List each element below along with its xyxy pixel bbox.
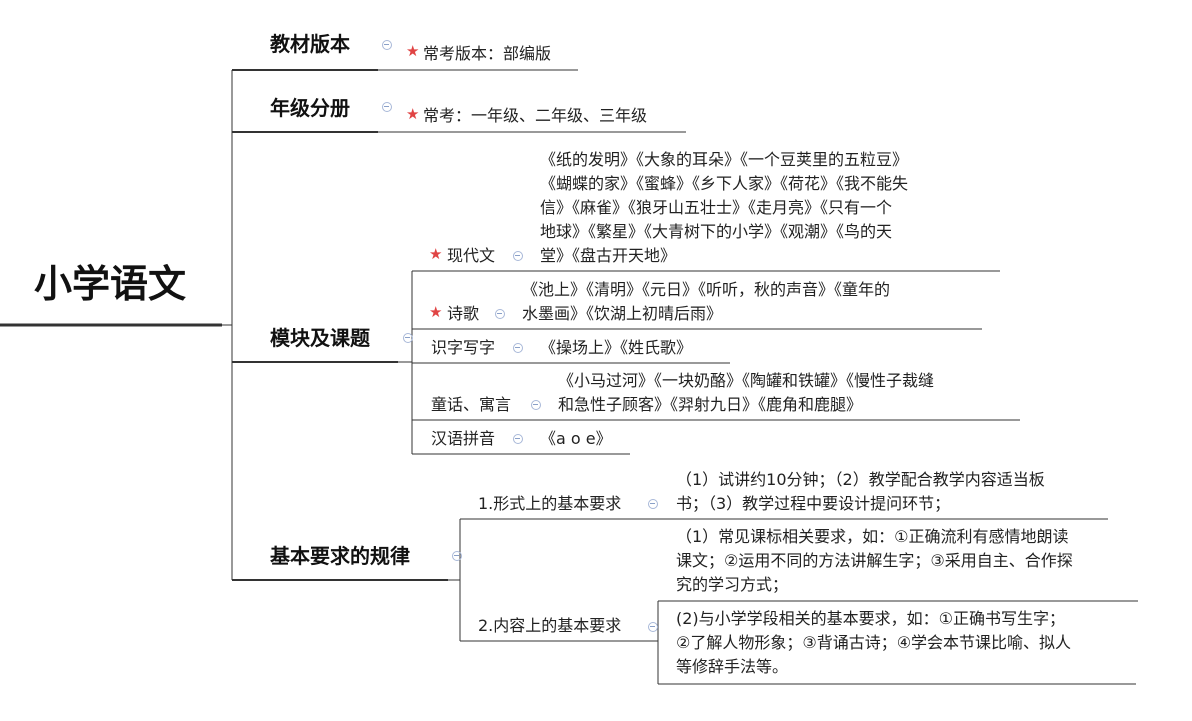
module-pinyin-text: 《a o e》: [540, 429, 612, 448]
root-title: 小学语文: [34, 262, 187, 306]
module-modern-text-3: 信》《麻雀》《狼牙山五壮士》《走月亮》《只有一个: [540, 198, 893, 217]
req-content-d1-text-2: 课文；②运用不同的方法讲解生字；③采用自主、合作探: [676, 551, 1073, 570]
collapse-icon[interactable]: [493, 307, 507, 321]
req-content-d1-text-1: （1）常见课标相关要求，如：①正确流利有感情地朗读: [676, 527, 1069, 546]
module-literacy-label[interactable]: 识字写字: [431, 338, 496, 357]
req-form-label[interactable]: 1.形式上的基本要求: [478, 494, 622, 513]
collapse-icon[interactable]: [529, 398, 543, 412]
module-modern-text-2: 《蝴蝶的家》《蜜蜂》《乡下人家》《荷花》《我不能失: [540, 174, 909, 193]
branch-requirements-label[interactable]: 基本要求的规律: [270, 544, 410, 568]
req-form-text-1: （1）试讲约10分钟；（2）教学配合教学内容适当板: [676, 470, 1045, 489]
module-literacy-text: 《操场上》《姓氏歌》: [540, 338, 693, 357]
module-modern-label[interactable]: 现代文: [447, 246, 496, 265]
collapse-icon[interactable]: [511, 249, 525, 263]
req-content-d2-text-2: ②了解人物形象；③背诵古诗；④学会本节课比喻、拟人: [676, 633, 1072, 652]
module-fable-text-2: 和急性子顾客》《羿射九日》《鹿角和鹿腿》: [558, 395, 863, 414]
req-content-d1-text-3: 究的学习方式；: [676, 575, 789, 594]
grade-child[interactable]: 常考：一年级、二年级、三年级: [423, 106, 648, 125]
module-fable-text-1: 《小马过河》《一块奶酪》《陶罐和铁罐》《慢性子裁缝: [558, 371, 935, 390]
module-pinyin-label[interactable]: 汉语拼音: [431, 429, 496, 448]
module-modern-text-4: 地球》《繁星》《大青树下的小学》《观潮》《鸟的天: [540, 222, 893, 241]
branch-grade-label[interactable]: 年级分册: [270, 96, 350, 120]
collapse-icon[interactable]: [511, 341, 525, 355]
req-content-label[interactable]: 2.内容上的基本要求: [478, 616, 622, 635]
collapse-icon[interactable]: [511, 432, 525, 446]
module-poetry-text-1: 《池上》《清明》《元日》《听听，秋的声音》《童年的: [522, 280, 891, 299]
module-poetry-text-2: 水墨画》《饮湖上初晴后雨》: [522, 304, 723, 323]
collapse-icon[interactable]: [450, 549, 464, 563]
req-content-d2-text-3: 等修辞手法等。: [676, 657, 789, 676]
star-icon: ★: [406, 105, 420, 123]
collapse-icon[interactable]: [380, 38, 394, 52]
module-modern-text-5: 堂》《盘古开天地》: [540, 246, 677, 265]
module-modern-text-1: 《纸的发明》《大象的耳朵》《一个豆荚里的五粒豆》: [540, 150, 909, 169]
module-poetry-label[interactable]: 诗歌: [447, 304, 480, 323]
collapse-icon[interactable]: [401, 331, 415, 345]
version-child[interactable]: 常考版本：部编版: [423, 44, 552, 63]
branch-modules-label[interactable]: 模块及课题: [270, 326, 370, 350]
req-content-d2-text-1: (2)与小学学段相关的基本要求，如：①正确书写生字；: [676, 609, 1066, 628]
req-form-text-2: 书；（3）教学过程中要设计提问环节；: [676, 494, 951, 513]
module-fable-label[interactable]: 童话、寓言: [431, 395, 512, 414]
star-icon: ★: [406, 42, 420, 60]
branch-version-label[interactable]: 教材版本: [270, 32, 350, 56]
collapse-icon[interactable]: [380, 100, 394, 114]
star-icon: ★: [429, 245, 443, 263]
collapse-icon[interactable]: [646, 497, 660, 511]
collapse-icon[interactable]: [646, 620, 660, 634]
star-icon: ★: [429, 303, 443, 321]
